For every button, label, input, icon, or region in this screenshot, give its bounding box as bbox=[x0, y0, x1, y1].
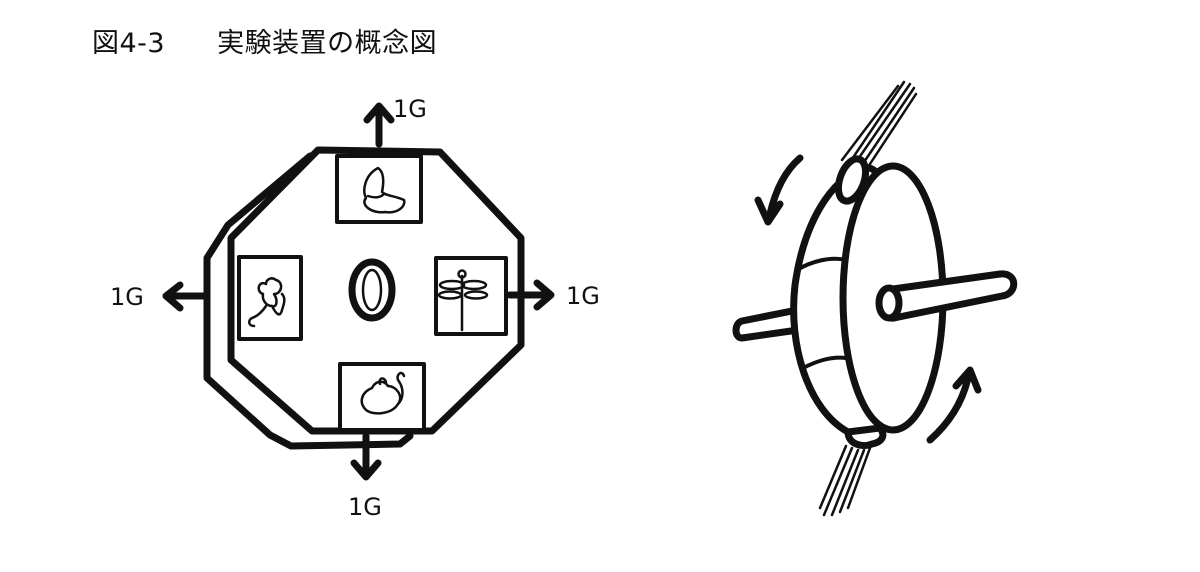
specimen-box-monkey bbox=[237, 255, 303, 341]
rotation-arrow-bottom bbox=[926, 366, 982, 444]
disc-rim-segment-lower bbox=[801, 355, 848, 370]
disc-bottom-knob bbox=[844, 424, 887, 449]
support-bottom bbox=[818, 444, 872, 517]
label-1g-left: 1G bbox=[110, 283, 144, 311]
center-mark: 0 bbox=[348, 258, 396, 322]
arrow-down bbox=[350, 432, 382, 481]
rotation-arrow-top bbox=[754, 154, 804, 226]
figure-caption: 図4-3 実験装置の概念図 bbox=[92, 18, 437, 62]
specimen-box-butterfly bbox=[335, 154, 423, 224]
label-1g-right: 1G bbox=[566, 282, 600, 310]
mouse-icon bbox=[360, 371, 406, 415]
axle-front-end bbox=[875, 284, 903, 322]
butterfly-icon bbox=[363, 166, 406, 214]
dragonfly-icon bbox=[437, 269, 489, 332]
axle-back bbox=[732, 306, 802, 342]
figure-title: 実験装置の概念図 bbox=[217, 27, 438, 59]
monkey-icon bbox=[248, 277, 286, 328]
arrow-up bbox=[363, 102, 395, 148]
specimen-box-dragonfly bbox=[434, 256, 508, 336]
label-1g-bottom: 1G bbox=[348, 493, 382, 521]
octagon-back-rim bbox=[203, 152, 414, 450]
side-view bbox=[732, 80, 1018, 517]
octagon-plate bbox=[227, 146, 525, 435]
figure-number: 図4-3 bbox=[92, 27, 166, 59]
specimen-box-mouse bbox=[338, 362, 426, 432]
arrow-right bbox=[506, 279, 555, 311]
disc-top-knob bbox=[834, 155, 870, 205]
front-view: 0 bbox=[110, 95, 600, 521]
label-1g-top: 1G bbox=[393, 95, 427, 123]
support-top bbox=[840, 80, 918, 172]
arrow-left bbox=[162, 281, 210, 312]
